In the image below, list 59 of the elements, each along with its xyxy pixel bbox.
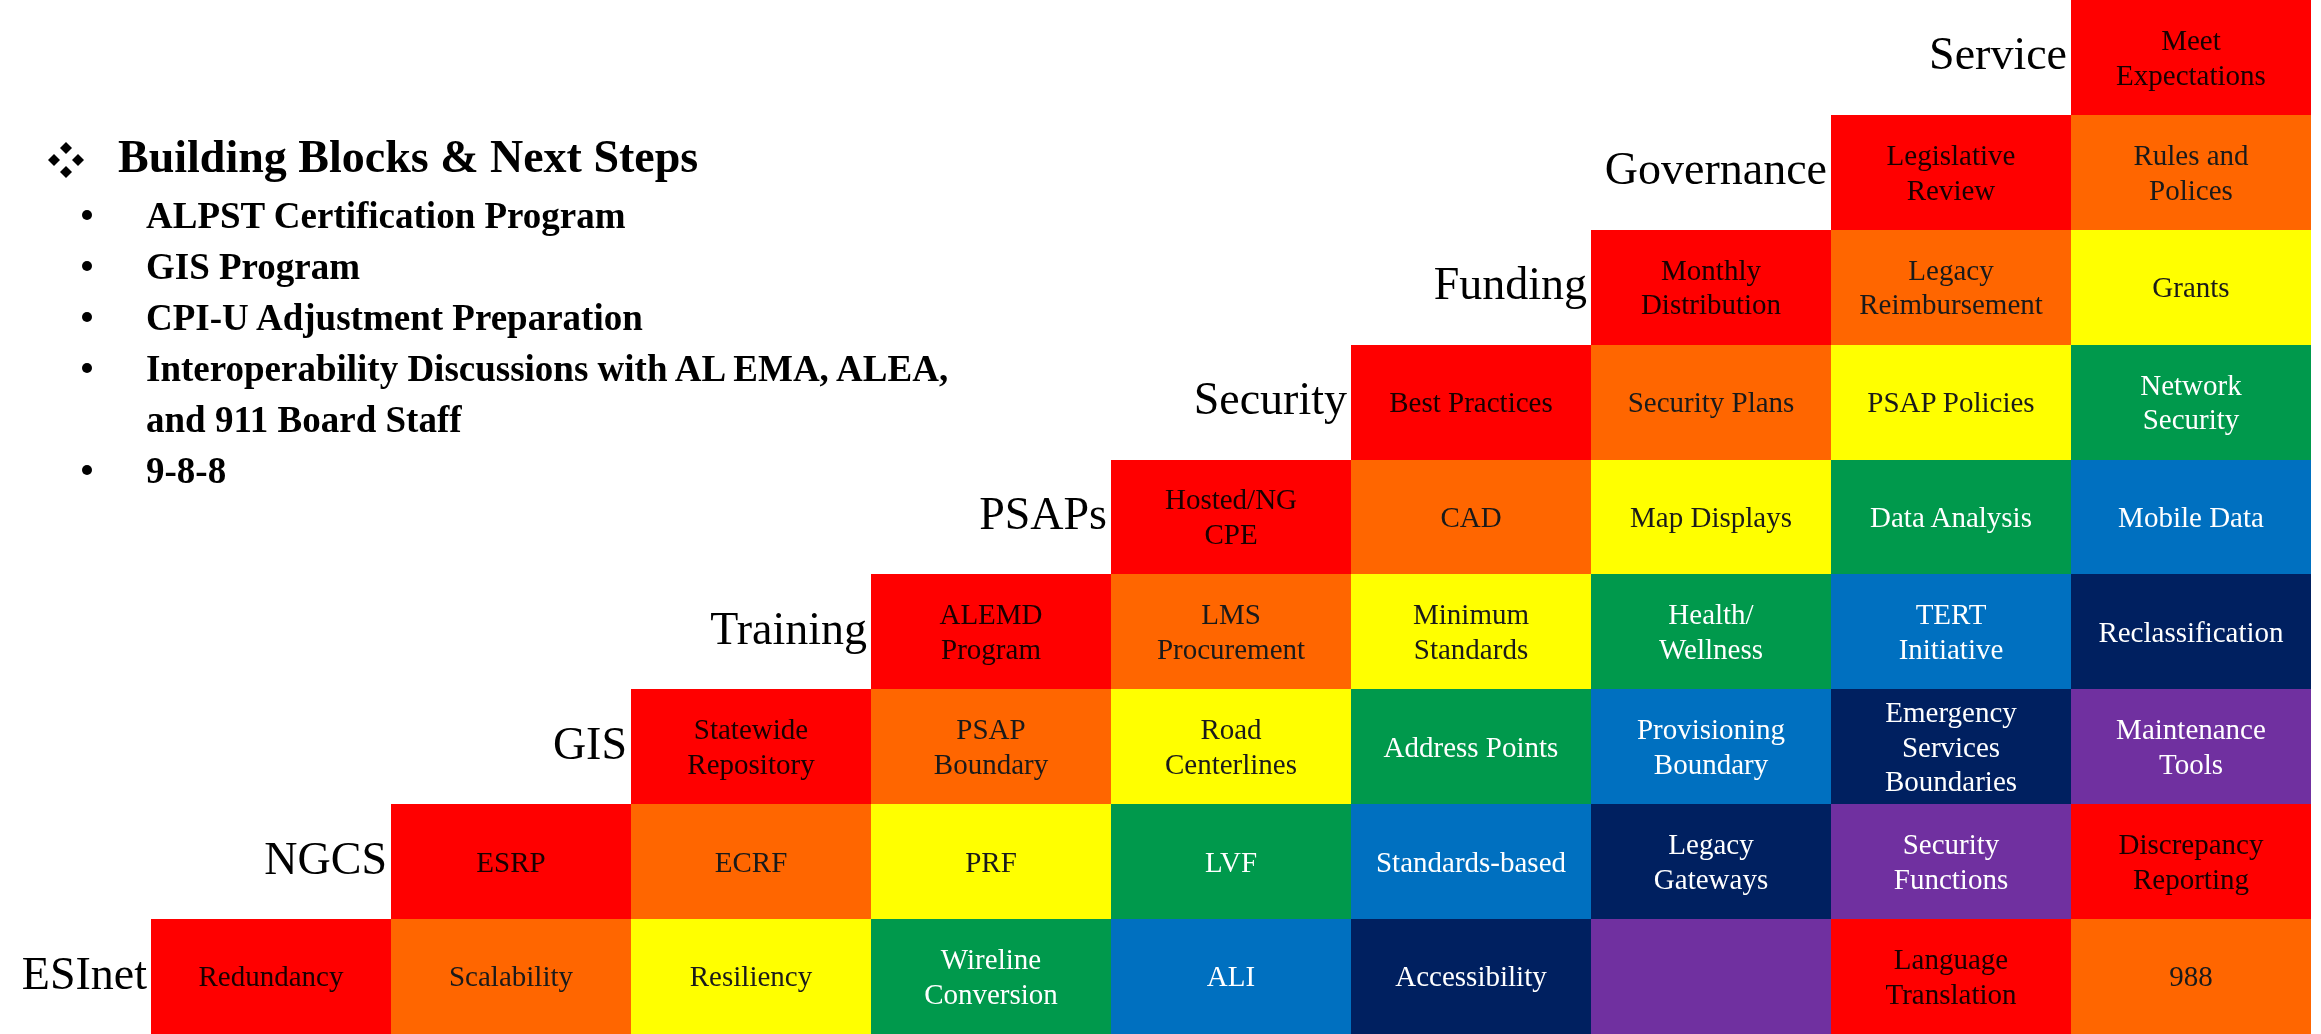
building-block: PSAP Policies (1831, 344, 2071, 461)
building-block: Reclassification (2071, 574, 2311, 690)
building-block: Resiliency (631, 919, 871, 1034)
building-block: LMS Procurement (1111, 574, 1351, 690)
building-block: Network Security (2071, 344, 2311, 461)
building-block: Security Plans (1591, 344, 1831, 461)
building-block: Security Functions (1831, 804, 2071, 920)
building-block: Legacy Gateways (1591, 804, 1831, 920)
bullet-text: CPI-U Adjustment Preparation (146, 297, 643, 339)
building-block: PSAP Boundary (871, 689, 1111, 805)
building-block: CAD (1351, 459, 1591, 575)
building-block: Health/ Wellness (1591, 574, 1831, 690)
bullet-text: ALPST Certification Program (146, 195, 626, 236)
building-block: Hosted/NG CPE (1111, 459, 1351, 575)
building-block: Mobile Data (2071, 459, 2311, 575)
building-block: Language Translation (1831, 919, 2071, 1034)
bullet-text: 9-8-8 (146, 450, 227, 492)
row-label: Funding (1433, 257, 1587, 311)
bullet-text: GIS Program (146, 246, 361, 288)
building-block: Minimum Standards (1351, 574, 1591, 690)
row-label: ESInet (21, 946, 147, 1000)
building-block: PRF (871, 804, 1111, 920)
building-block: Grants (2071, 229, 2311, 346)
building-block: 988 (2071, 919, 2311, 1034)
row-label: Service (1929, 27, 2067, 81)
row-label: NGCS (264, 831, 387, 885)
row-label: PSAPs (979, 487, 1107, 540)
building-block: Monthly Distribution (1591, 229, 1831, 346)
building-block: Meet Expectations (2071, 0, 2311, 116)
building-block: Data Analysis (1831, 459, 2071, 575)
building-block: Address Points (1351, 689, 1591, 805)
building-block: Standards-based (1351, 804, 1591, 920)
building-block: Wireline Conversion (871, 919, 1111, 1034)
row-label: Governance (1604, 142, 1827, 196)
row-label: Training (710, 601, 867, 655)
building-block: Emergency Services Boundaries (1831, 689, 2071, 805)
building-block: ESRP (391, 804, 631, 920)
building-block: Legislative Review (1831, 114, 2071, 231)
building-block: Scalability (391, 919, 631, 1034)
building-block: Discrepancy Reporting (2071, 804, 2311, 920)
heading: Building Blocks & Next Steps (118, 130, 699, 183)
building-block: Maintenance Tools (2071, 689, 2311, 805)
row-label: Security (1193, 372, 1347, 426)
row-label: GIS (552, 716, 627, 770)
building-block: Map Displays (1591, 459, 1831, 575)
building-block: Statewide Repository (631, 689, 871, 805)
building-block: Rules and Polices (2071, 114, 2311, 231)
building-block: Provisioning Boundary (1591, 689, 1831, 805)
building-block: LVF (1111, 804, 1351, 920)
building-block: ECRF (631, 804, 871, 920)
bullet-text: Interoperability Discussions with AL EMA, ALEA, and 911 Board Staff (146, 348, 949, 441)
building-block: Legacy Reimbursement (1831, 229, 2071, 346)
building-block: Redundancy (151, 919, 391, 1034)
building-block: Accessibility (1351, 919, 1591, 1034)
building-block: ALI (1111, 919, 1351, 1034)
building-block: Best Practices (1351, 344, 1591, 461)
building-block: ALEMD Program (871, 574, 1111, 690)
building-block: TERT Initiative (1831, 574, 2071, 690)
building-block: Road Centerlines (1111, 689, 1351, 805)
